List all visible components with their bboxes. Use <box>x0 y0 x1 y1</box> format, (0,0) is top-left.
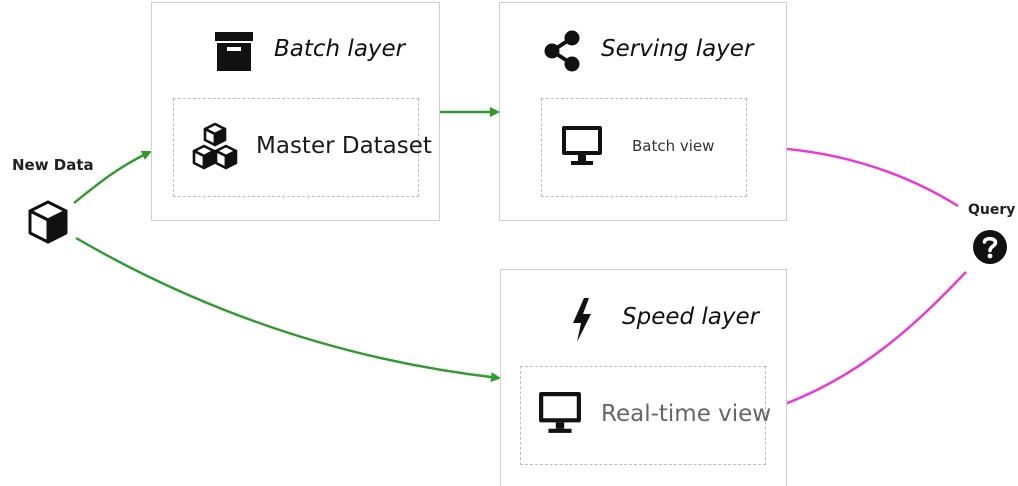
master-dataset-box <box>173 98 419 197</box>
share-nodes-icon <box>544 30 580 76</box>
monitor-icon <box>538 391 582 439</box>
arrow-new-data-to-batch-layer <box>73 150 152 204</box>
cubes-stack-icon <box>191 122 239 176</box>
monitor-icon <box>561 125 603 171</box>
lightning-bolt-icon <box>570 297 594 347</box>
batch-view-label: Batch view <box>632 137 715 155</box>
new-data-label: New Data <box>12 156 94 174</box>
batch-layer-title: Batch layer <box>274 36 406 62</box>
serving-layer-title: Serving layer <box>601 36 754 62</box>
arrow-query-to-real-time-view <box>766 271 967 413</box>
cube-icon <box>26 198 70 250</box>
query-label: Query <box>968 202 1016 218</box>
arrow-new-data-to-speed-layer <box>75 236 501 383</box>
speed-layer-title: Speed layer <box>622 304 760 330</box>
real-time-view-label: Real-time view <box>601 401 772 427</box>
question-circle-icon <box>971 228 1009 270</box>
archive-box-icon <box>214 30 254 76</box>
master-dataset-label: Master Dataset <box>256 133 432 159</box>
